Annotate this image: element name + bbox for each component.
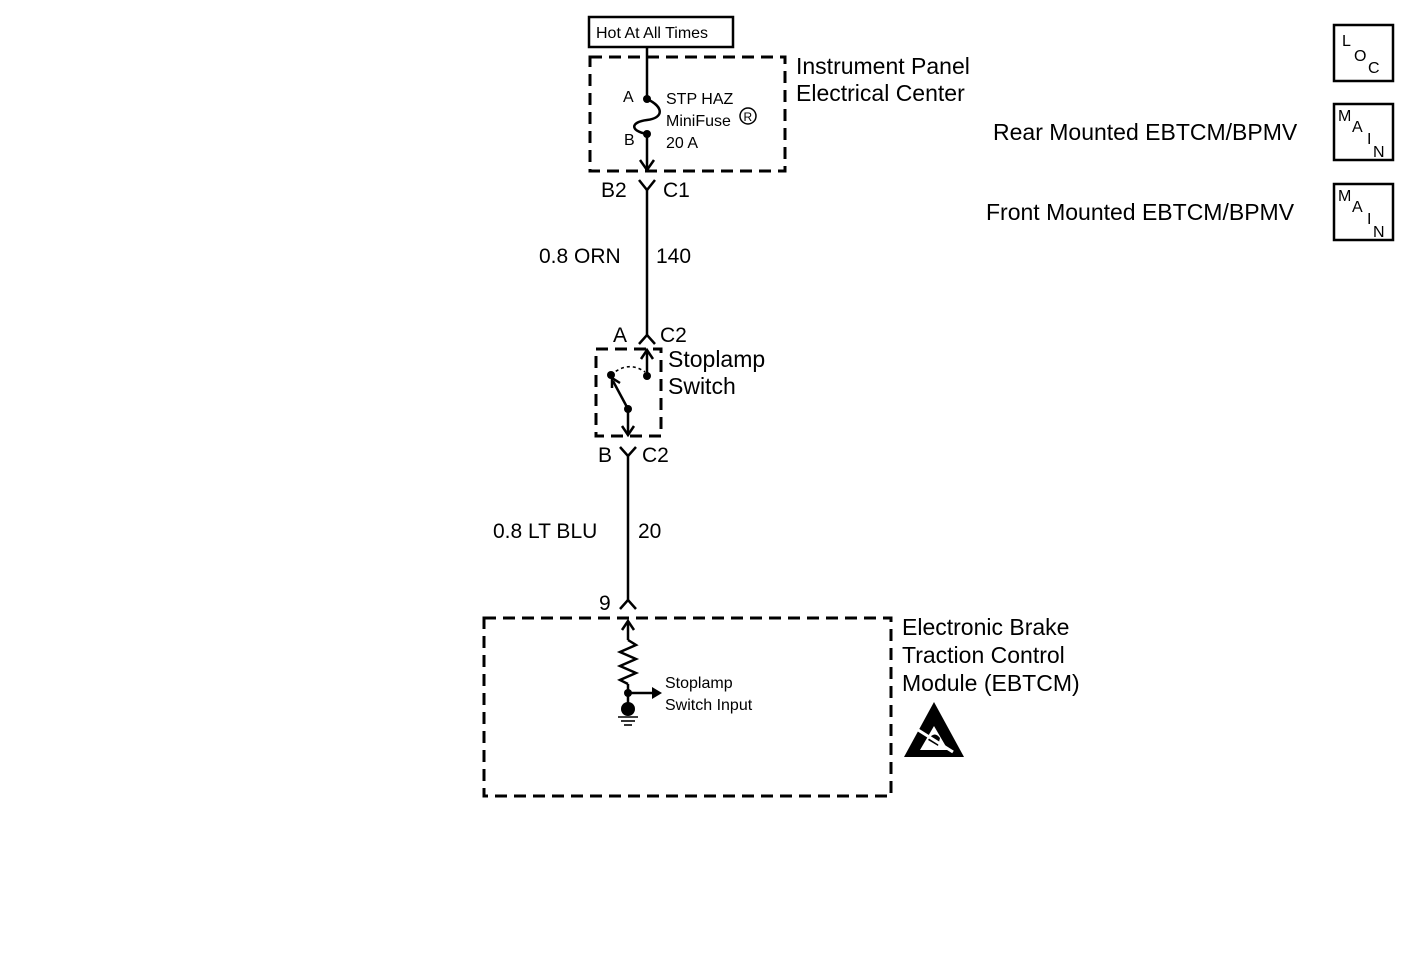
instrument-panel-electrical-center: Instrument Panel Electrical Center A B S… <box>588 47 970 173</box>
connector-mid-bottom-left-label: B <box>598 444 612 467</box>
front-main-letter-a: A <box>1352 199 1363 216</box>
connector-b-c2: B C2 <box>598 444 669 467</box>
loc-letter-o: O <box>1354 48 1366 65</box>
rear-main-letter-m: M <box>1338 108 1351 125</box>
fuse-terminal-a: A <box>623 89 634 106</box>
legend-loc-icon: L O C <box>1332 23 1395 83</box>
module-input-line2: Switch Input <box>665 697 753 714</box>
connector-b2-c1: B2 C1 <box>601 179 690 202</box>
module-label-line3: Module (EBTCM) <box>902 670 1080 696</box>
stoplamp-switch: Stoplamp Switch <box>594 346 765 438</box>
rear-main-letter-a: A <box>1352 119 1363 136</box>
loc-letter-l: L <box>1342 33 1351 50</box>
wire-20-lt-blu: 0.8 LT BLU 20 <box>493 462 661 600</box>
fuse-terminal-b: B <box>624 132 635 149</box>
resistor-icon <box>616 638 640 686</box>
connector-mid-top-right-label: C2 <box>660 324 687 347</box>
front-main-letter-i: I <box>1367 211 1371 228</box>
connector-a-c2: A C2 <box>613 324 687 347</box>
input-arrow-icon <box>652 687 662 699</box>
switch-blade-icon <box>611 380 630 410</box>
wire-2-gauge-color: 0.8 LT BLU <box>493 520 597 543</box>
module-input-line1: Stoplamp <box>665 675 733 692</box>
registered-mark-icon: R <box>739 107 757 125</box>
module-label-line1: Electronic Brake <box>902 614 1069 640</box>
connector-top-right-label: C1 <box>663 179 690 202</box>
registered-mark-letter: R <box>744 110 753 124</box>
rear-main-icon <box>1332 102 1395 162</box>
rear-main-letter-n: N <box>1373 144 1385 161</box>
power-source-label: Hot At All Times <box>587 15 735 49</box>
rear-main-letter-i: I <box>1367 131 1371 148</box>
fuse-block-title-line1: Instrument Panel <box>796 53 970 79</box>
power-source-text: Hot At All Times <box>596 25 708 42</box>
switch-label-line1: Stoplamp <box>668 346 765 372</box>
wire-2-circuit: 20 <box>638 520 661 543</box>
fuse-block-title-line2: Electrical Center <box>796 80 965 106</box>
connector-mid-bottom-right-label: C2 <box>642 444 669 467</box>
module-label-line2: Traction Control <box>902 642 1065 668</box>
fuse-element-icon <box>633 97 661 136</box>
legend-front-label: Front Mounted EBTCM/BPMV <box>986 199 1295 225</box>
front-main-letter-m: M <box>1338 188 1351 205</box>
fuse-type: MiniFuse <box>666 113 731 130</box>
wire-140-orn: 0.8 ORN 140 <box>539 197 691 336</box>
wire-1-gauge-color: 0.8 ORN <box>539 245 621 268</box>
ebtcm-module: Electronic Brake Traction Control Module… <box>482 614 1080 798</box>
connector-bottom-pin: 9 <box>599 592 611 615</box>
front-main-letter-n: N <box>1373 224 1385 241</box>
connector-top-left-label: B2 <box>601 179 627 202</box>
fuse-rating: 20 A <box>666 135 698 152</box>
connector-9: 9 <box>599 592 637 615</box>
legend-rear-label: Rear Mounted EBTCM/BPMV <box>993 119 1298 145</box>
wire-1-circuit: 140 <box>656 245 691 268</box>
front-main-icon <box>1332 182 1395 242</box>
connector-mid-top-left-label: A <box>613 324 627 347</box>
ground-icon <box>618 702 638 726</box>
legend-front-main: Front Mounted EBTCM/BPMV M A I N <box>986 182 1395 242</box>
switch-label-line2: Switch <box>668 373 736 399</box>
loc-letter-c: C <box>1368 60 1380 77</box>
legend-rear-main: Rear Mounted EBTCM/BPMV M A I N <box>993 102 1395 162</box>
fuse-name: STP HAZ <box>666 91 734 108</box>
esd-warning-icon <box>904 702 964 757</box>
